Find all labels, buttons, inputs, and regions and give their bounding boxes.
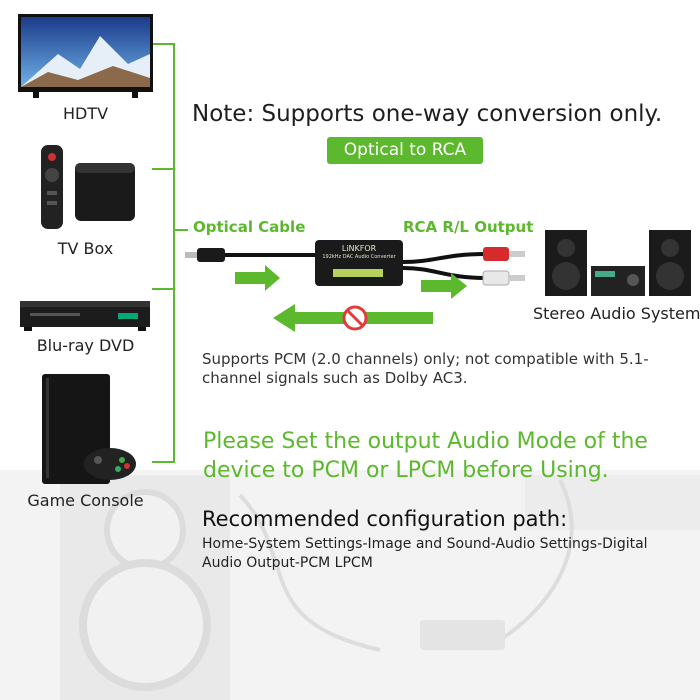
optical-plug-tip — [185, 252, 199, 258]
forward-arrow-right — [421, 273, 467, 299]
bluray-player-icon — [20, 301, 150, 331]
rca-white-plug — [482, 270, 510, 286]
device-label-tv-box: TV Box — [57, 239, 114, 258]
converter-brand: LiNKFOR — [341, 244, 377, 253]
game-console-image — [38, 372, 138, 488]
hdtv-image — [18, 14, 153, 99]
stereo-system-icon — [545, 230, 691, 296]
device-label-game-console: Game Console — [27, 491, 144, 510]
set-mode-instruction: Please Set the output Audio Mode of the … — [203, 429, 648, 483]
recommended-title: Recommended configuration path: — [202, 507, 568, 531]
hdtv-icon — [18, 14, 153, 98]
device-label-bluray: Blu-ray DVD — [36, 336, 135, 355]
stereo-system-label: Stereo Audio System — [533, 304, 700, 323]
rca-red-plug — [483, 247, 509, 261]
forward-arrow-left — [235, 265, 280, 291]
pcm-note: Supports PCM (2.0 channels) only; not co… — [202, 350, 649, 387]
converter-model: 192kHz DAC Audio Converter — [322, 254, 396, 260]
device-label-hdtv: HDTV — [62, 104, 109, 123]
converter-badge: Optical to RCA — [341, 263, 377, 269]
device-bracket — [152, 43, 188, 463]
tv-box-icon — [41, 145, 135, 229]
optical-plug — [197, 248, 225, 262]
rca-output-label: RCA R/L Output — [403, 218, 534, 236]
game-console-icon — [42, 374, 136, 484]
recommended-path: Home-System Settings-Image and Sound-Aud… — [202, 536, 648, 571]
converter-diagram — [185, 240, 525, 332]
optical-cable-label: Optical Cable — [193, 218, 306, 236]
tv-box-image — [35, 143, 140, 233]
note-text: Note: Supports one-way conversion only. — [192, 101, 663, 127]
bluray-image — [20, 297, 150, 333]
mode-badge: Optical to RCA — [327, 137, 483, 164]
